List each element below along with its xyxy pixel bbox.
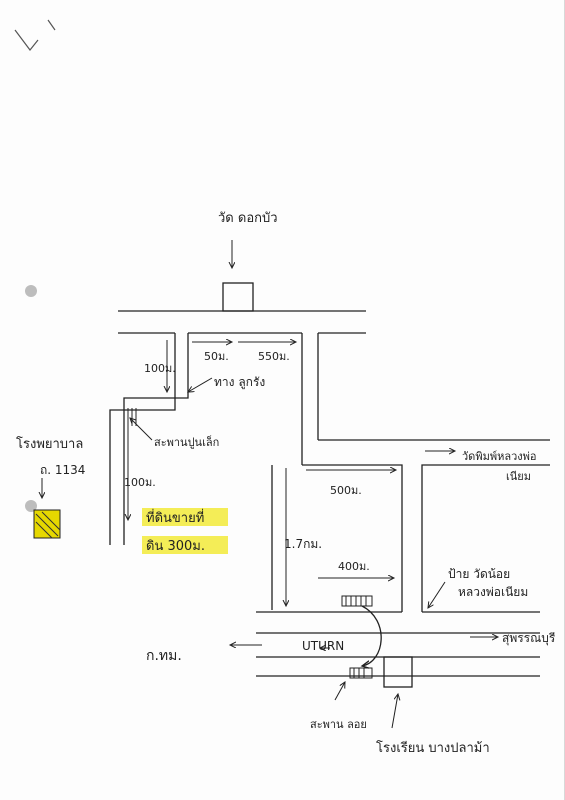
label-temple-small-1: ป้าย วัดน้อย [448, 567, 510, 581]
label-highlight-2: ดิน 300ม. [146, 539, 205, 554]
label-temple-small-2: หลวงพ่อเนียม [458, 585, 528, 599]
dimension-lines [42, 240, 498, 729]
label-uturn: UTURN [302, 639, 344, 653]
label-dim-500: 500ม. [330, 484, 362, 497]
label-dim-1-7: 1.7กม. [284, 537, 322, 551]
punch-hole-bottom [25, 500, 37, 512]
label-school-bottom: โรงเรียน บางปลาม้า [376, 740, 490, 756]
label-road-1134: ถ. 1134 [40, 463, 85, 477]
corner-mark [14, 19, 56, 51]
label-temple-top: วัด ดอกบัว [218, 211, 278, 226]
label-highlight-1: ที่ดินขายที่ [146, 509, 204, 526]
highlight-2 [142, 536, 228, 554]
uturn-arrow [362, 605, 382, 666]
label-overpass: สะพาน ลอย [310, 718, 367, 731]
label-hospital: โรงพยาบาล [16, 436, 83, 452]
label-temple-right-2: เนียม [506, 470, 531, 483]
punch-hole-top [25, 285, 37, 297]
label-temple-right-1: วัดพิมพ์หลวงพ่อ [462, 450, 536, 463]
label-dim-100-left: 100ม. [124, 476, 156, 489]
label-dim-550: 550ม. [258, 350, 290, 363]
label-bridge-small: สะพานปูนเล็ก [154, 435, 219, 449]
label-dim-50: 50ม. [204, 350, 229, 363]
label-bangkok: ก.ทม. [146, 648, 182, 664]
label-dim-400: 400ม. [338, 560, 370, 573]
label-dim-100-top: 100ม. [144, 362, 176, 375]
marked-square-hatch [35, 511, 61, 539]
bridge-hatches [127, 408, 373, 679]
roads [109, 282, 550, 688]
label-dirt-road: ทาง ลูกรัง [214, 375, 265, 390]
label-suphanburi: สุพรรณบุรี [502, 631, 556, 646]
highlight-1 [142, 508, 228, 526]
